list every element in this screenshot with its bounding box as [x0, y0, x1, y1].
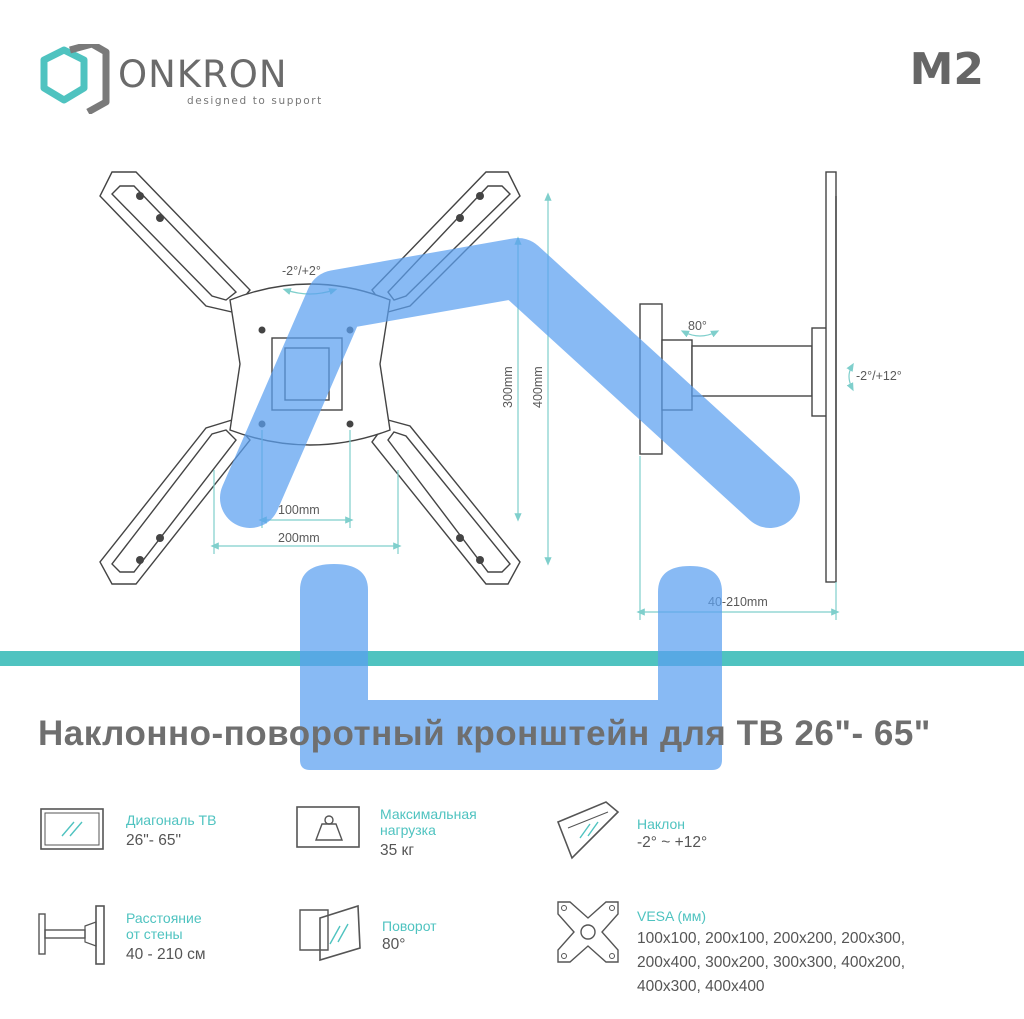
spec-tilt-value: -2° ~ +12°	[637, 834, 708, 851]
model-number: M2	[909, 44, 984, 95]
u-shape-overlay-icon	[300, 564, 722, 770]
spec-diagonal: Диагональ ТВ 26"- 65"	[40, 808, 290, 858]
spec-tilt: Наклон -2° ~ +12°	[554, 800, 774, 862]
house-overlay-icon	[220, 238, 800, 528]
spec-rotation-label: Поворот	[382, 918, 437, 934]
spec-vesa-line-1: 100x100, 200x100, 200x200, 200x300,	[637, 930, 906, 947]
spec-distance: Расстояние от стены 40 - 210 см	[38, 904, 288, 968]
tilt-icon	[556, 801, 620, 860]
page-title: Наклонно-поворотный кронштейн для ТВ 26"…	[38, 714, 931, 753]
onkron-logo-icon	[40, 44, 110, 114]
spec-load-value: 35 кг	[380, 842, 414, 859]
spec-vesa-line-2: 200x400, 300x200, 300x300, 400x200,	[637, 954, 906, 971]
wall-distance-icon	[38, 905, 105, 965]
dim-100-label: 100mm	[278, 503, 320, 517]
spec-tilt-label: Наклон	[637, 816, 686, 832]
spec-diagonal-label: Диагональ ТВ	[126, 812, 217, 828]
dim-300-label: 300mm	[501, 366, 515, 408]
spec-vesa: VESA (мм) 100x100, 200x100, 200x200, 200…	[556, 900, 986, 1000]
brand-tagline: designed to support	[187, 95, 323, 107]
spec-load: Максимальная нагрузка 35 кг	[296, 806, 526, 864]
tv-diagonal-icon	[40, 808, 104, 850]
spec-diagonal-value: 26"- 65"	[126, 832, 181, 849]
rotation-icon	[299, 904, 361, 962]
accent-stripe	[0, 651, 1024, 666]
spec-vesa-label: VESA (мм)	[637, 908, 707, 924]
swivel-label: 80°	[688, 319, 707, 333]
spec-rotation: Поворот 80°	[298, 904, 498, 964]
bracket-diagram: -2°/+2° 80° -2°/+12° 100mm 200mm 300mm 4…	[0, 171, 1024, 770]
dim-200-label: 200mm	[278, 531, 320, 545]
weight-icon	[296, 806, 360, 848]
tilt-side-label: -2°/+12°	[856, 369, 902, 383]
spec-load-label-2: нагрузка	[380, 822, 436, 838]
spec-distance-label-2: от стены	[126, 926, 183, 942]
vesa-plate-icon	[557, 901, 619, 963]
spec-distance-label-1: Расстояние	[126, 910, 202, 926]
spec-distance-value: 40 - 210 см	[126, 946, 206, 963]
spec-load-label-1: Максимальная	[380, 806, 477, 822]
dim-depth-label: 40-210mm	[708, 595, 768, 609]
spec-vesa-line-3: 400x300, 400x400	[637, 978, 765, 995]
tilt-front-label: -2°/+2°	[282, 264, 321, 278]
brand-name: ONKRON	[118, 53, 288, 96]
dim-400-label: 400mm	[531, 366, 545, 408]
spec-rotation-value: 80°	[382, 936, 406, 953]
